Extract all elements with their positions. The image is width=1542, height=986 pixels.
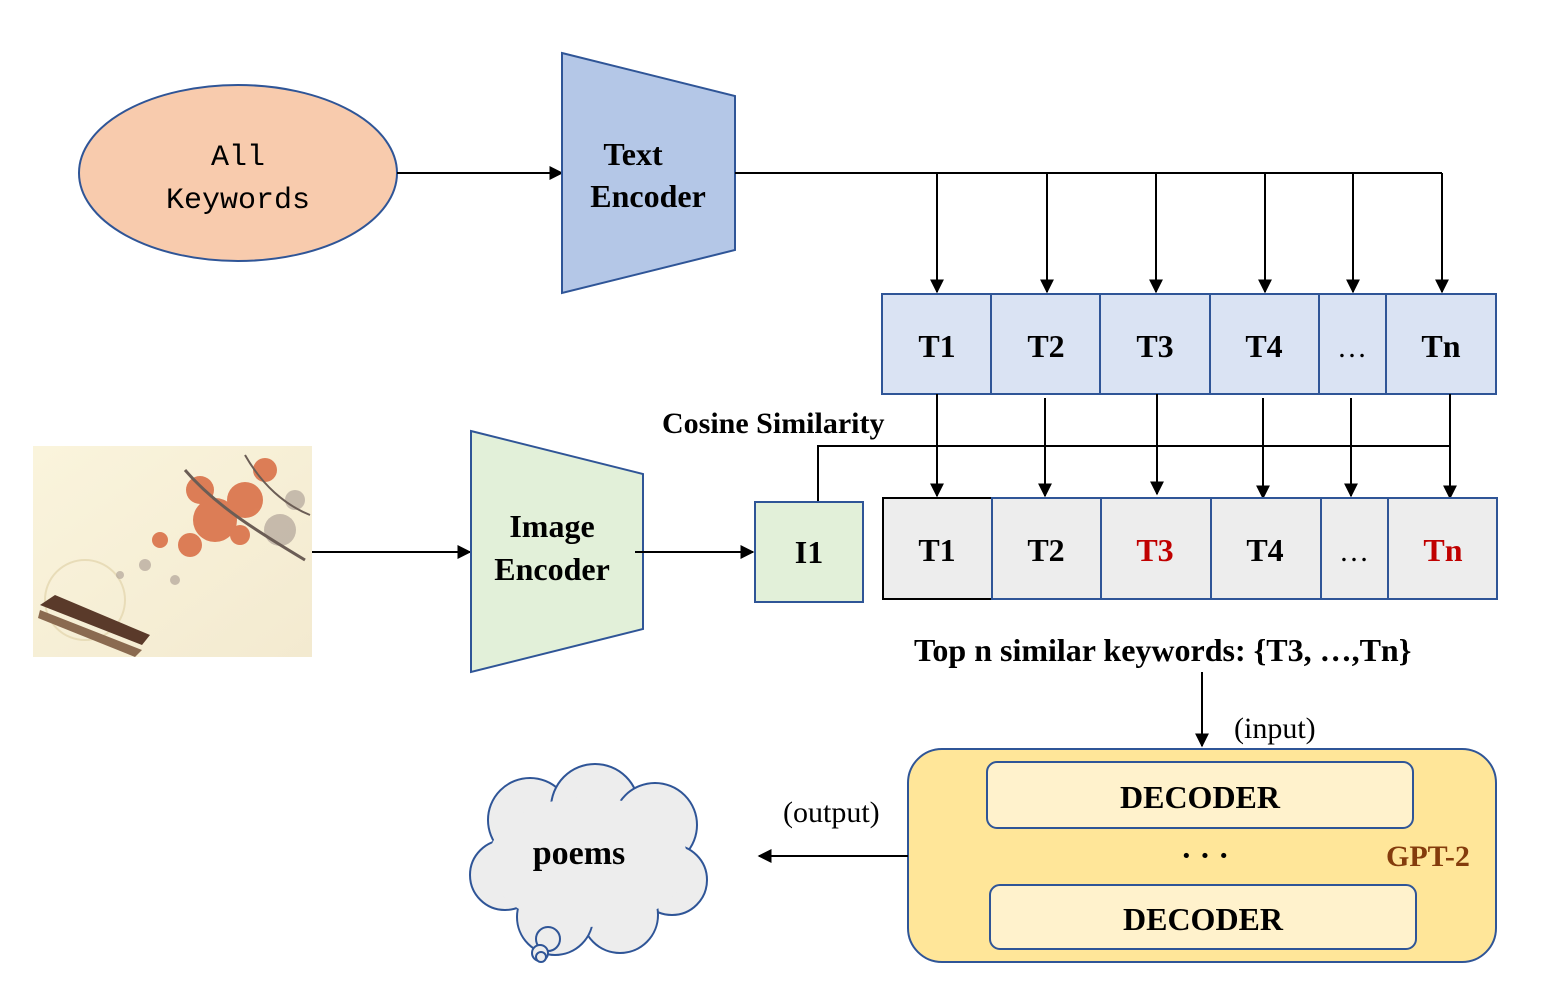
text-token-label: T3 bbox=[1136, 328, 1173, 364]
similarity-token-label: … bbox=[1339, 535, 1369, 568]
all-keywords-line2: Keywords bbox=[166, 184, 310, 218]
similarity-token-label: T3 bbox=[1136, 532, 1173, 568]
text-embedding-bus bbox=[735, 172, 1449, 294]
text-token-label: Tn bbox=[1421, 328, 1460, 364]
text-encoder: Text Encoder bbox=[561, 51, 736, 295]
decoder-bottom-label: DECODER bbox=[1123, 901, 1284, 937]
image-token-label: I1 bbox=[795, 534, 823, 570]
similarity-token-label: T4 bbox=[1246, 532, 1283, 568]
similarity-token-label: T2 bbox=[1027, 532, 1064, 568]
image-similarity-connector bbox=[817, 445, 1450, 502]
text-token-label: T4 bbox=[1245, 328, 1282, 364]
output-label: (output) bbox=[783, 796, 880, 829]
gpt2-block: DECODER · · · DECODER GPT-2 bbox=[907, 748, 1497, 963]
text-token-label: … bbox=[1337, 331, 1367, 364]
similarity-token-label: Tn bbox=[1423, 532, 1462, 568]
text-encoder-line2: Encoder bbox=[590, 178, 706, 214]
decoder-block-top bbox=[986, 761, 1414, 829]
input-painting-image bbox=[33, 446, 312, 657]
top-n-keywords-label: Top n similar keywords: {T3, …,Tn} bbox=[914, 632, 1411, 668]
poems-label: poems bbox=[533, 835, 626, 872]
decoder-block-bottom bbox=[989, 884, 1417, 950]
text-token-row: T1 T2 T3 T4 … Tn bbox=[881, 293, 1497, 395]
poems-cloud: poems bbox=[469, 763, 708, 963]
decoder-ellipsis: · · · bbox=[1181, 837, 1229, 873]
image-encoder: Image Encoder bbox=[470, 429, 644, 674]
all-keywords-line1: All bbox=[211, 141, 265, 175]
cosine-similarity-label: Cosine Similarity bbox=[662, 407, 885, 440]
image-encoder-line2: Encoder bbox=[494, 551, 610, 587]
similarity-token-label: T1 bbox=[918, 532, 955, 568]
text-token-label: T1 bbox=[918, 328, 955, 364]
similarity-token-row: T1 T2 T3 T4 … Tn bbox=[882, 497, 1498, 600]
decoder-top-label: DECODER bbox=[1120, 779, 1281, 815]
all-keywords-node: All Keywords bbox=[78, 84, 398, 262]
text-encoder-line1: Text bbox=[603, 136, 663, 172]
image-encoder-line1: Image bbox=[509, 508, 594, 544]
image-token-i1: I1 bbox=[754, 501, 864, 603]
text-token-label: T2 bbox=[1027, 328, 1064, 364]
gpt2-label: GPT-2 bbox=[1386, 840, 1470, 873]
input-label: (input) bbox=[1234, 712, 1316, 745]
